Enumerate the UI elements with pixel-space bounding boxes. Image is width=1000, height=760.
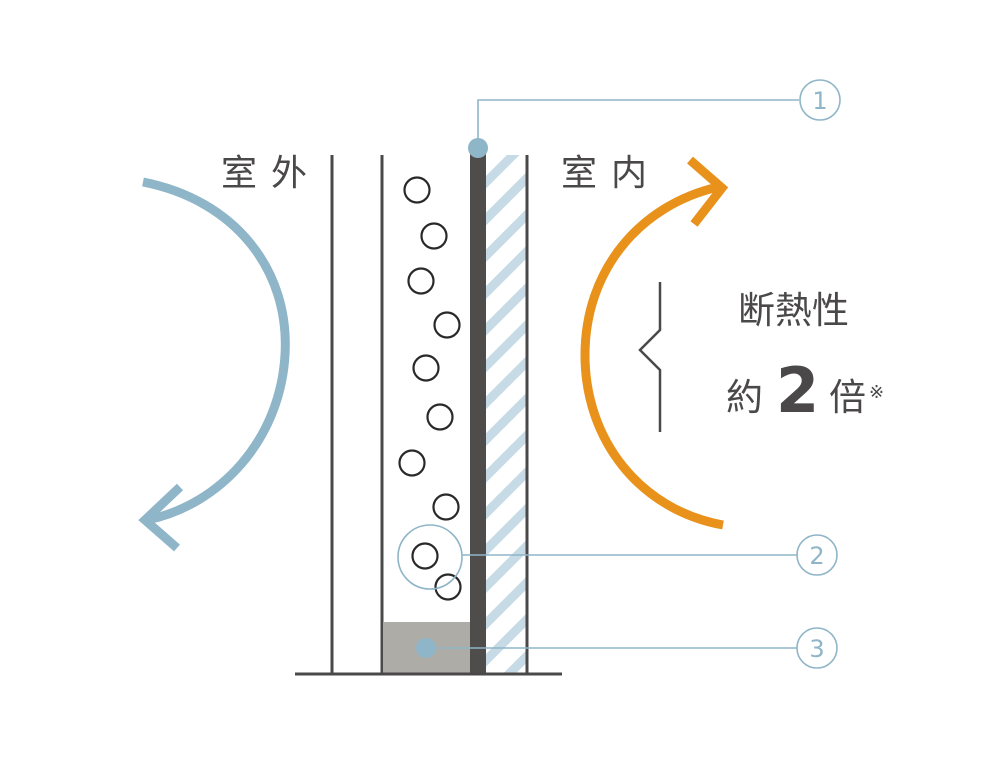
outdoor-label: 室外 [221,153,321,194]
bubble [432,493,460,521]
callout-3-number: 3 [809,635,824,663]
callout-1-dot [468,138,488,158]
note-mark: ※ [869,382,884,403]
callout-2-number: 2 [809,542,824,570]
callout-1-number: 1 [812,87,827,115]
insulation-label: 断熱性 [738,289,849,332]
bubble [411,542,439,570]
bubble [403,176,431,204]
indoor-label: 室内 [561,153,661,194]
hatched-glass [486,155,527,673]
bubble [412,354,440,382]
warm-air-arrow-icon [580,156,729,530]
times-label: 倍 [829,376,866,419]
bubble [434,573,462,601]
callout-3-badge [796,627,838,669]
bubble [433,311,461,339]
bubble [426,403,454,431]
factor-value: 2 [776,354,819,427]
callout-3-dot [416,638,436,658]
bubble [420,222,448,250]
callout-2-ring [397,524,463,590]
cold-air-arrow-icon [138,177,290,552]
approx-label: 約 [726,376,763,419]
gas-bubbles [398,176,462,601]
bubble [398,449,426,477]
low-e-coating-layer [470,150,486,673]
callout-1-badge [799,79,841,121]
callout-2-badge [796,534,838,576]
callout-1-leader [477,99,799,148]
bubble [407,267,435,295]
bracket-icon [638,282,662,432]
